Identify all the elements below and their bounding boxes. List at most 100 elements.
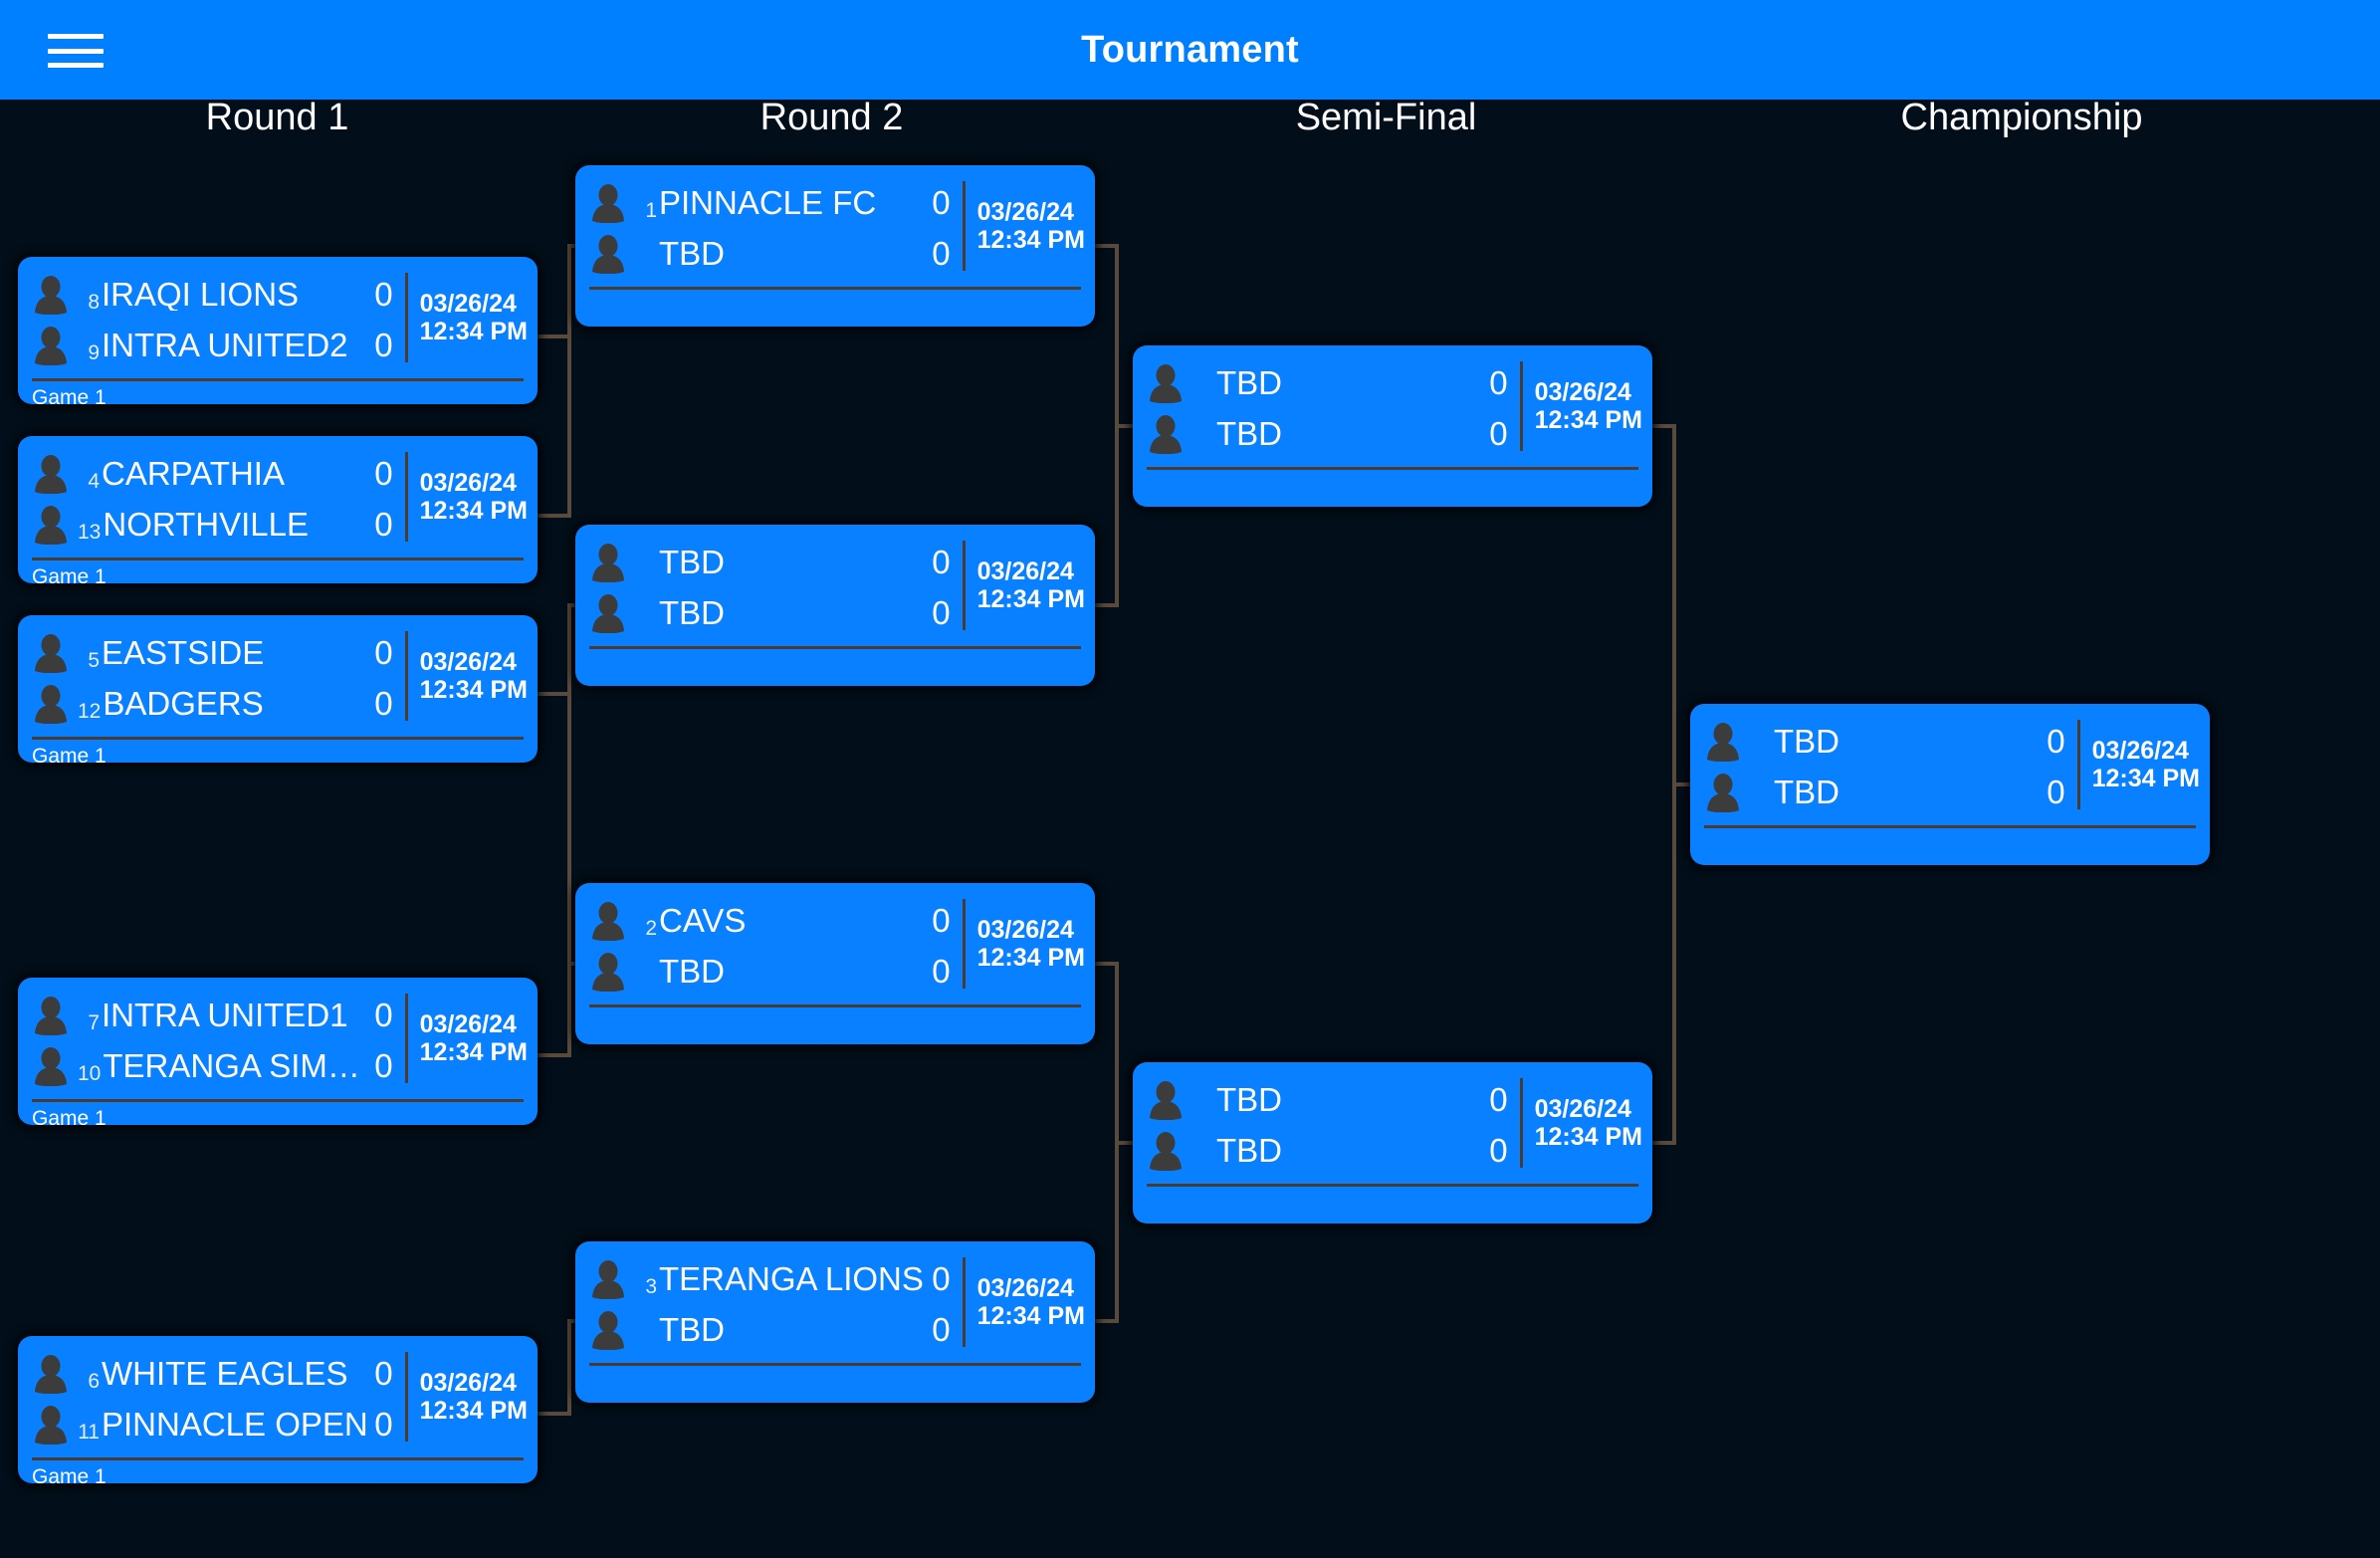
round-header-round-2: Round 2 [759,97,904,138]
team-score: 0 [1489,415,1508,452]
hamburger-bar-3 [48,63,104,68]
team-row[interactable]: TBD 0 [1133,1125,1520,1176]
match-date: 03/26/24 [2091,737,2189,765]
team-row[interactable]: 4 CARPATHIA 0 [18,448,405,499]
avatar-icon [589,901,627,941]
match-date: 03/26/24 [419,648,517,676]
team-seed: 5 [88,649,100,672]
team-row[interactable]: 1 PINNACLE FC 0 [575,177,963,228]
team-name: PINNACLE OPEN [102,1408,368,1441]
team-score: 0 [932,1311,951,1348]
team-row[interactable]: 8 IRAQI LIONS 0 [18,269,405,320]
round-header-championship: Championship [1900,97,2143,138]
team-row[interactable]: TBD 0 [575,946,963,997]
team-row[interactable]: TBD 0 [1690,716,2077,767]
team-name: TERANGA LIONS [659,1262,924,1295]
match-card-r1m3[interactable]: 5 EASTSIDE 0 12 BADGERS 0 03/26/24 12:34… [18,615,538,763]
team-row[interactable]: TBD 0 [575,228,963,279]
team-name: WHITE EAGLES [102,1357,348,1390]
team-score: 0 [374,1355,393,1392]
team-name: TBD [1774,776,1839,808]
match-datetime: 03/26/24 12:34 PM [404,273,538,362]
team-row[interactable]: TBD 0 [1133,1074,1520,1125]
hamburger-menu-icon[interactable] [48,30,104,72]
avatar-icon [589,234,627,274]
card-divider [32,1099,524,1102]
match-card-r1m1[interactable]: 8 IRAQI LIONS 0 9 INTRA UNITED2 0 03/26/… [18,257,538,404]
match-datetime: 03/26/24 12:34 PM [404,631,538,721]
match-card-r1m5[interactable]: 6 WHITE EAGLES 0 11 PINNACLE OPEN 0 03/2… [18,1336,538,1483]
match-card-sf2[interactable]: TBD 0 TBD 0 03/26/24 12:34 PM [1133,1062,1652,1224]
match-body: TBD 0 TBD 0 03/26/24 12:34 PM [1133,1062,1652,1182]
team-score: 0 [374,276,393,313]
match-time: 12:34 PM [976,226,1085,254]
match-body: 5 EASTSIDE 0 12 BADGERS 0 03/26/24 12:34… [18,615,538,735]
match-time: 12:34 PM [2091,765,2200,792]
match-card-r2m2[interactable]: TBD 0 TBD 0 03/26/24 12:34 PM [575,525,1095,686]
team-name: TBD [1216,1083,1282,1116]
match-body: 3 TERANGA LIONS 0 TBD 0 03/26/24 12:34 P… [575,1241,1095,1361]
team-list: 7 INTRA UNITED1 0 10 TERANGA SIM… 0 [18,978,405,1097]
team-name: NORTHVILLE [103,508,309,541]
card-divider [32,1457,524,1460]
avatar-icon [1704,722,1742,762]
avatar-icon [32,633,70,673]
match-card-championship[interactable]: TBD 0 TBD 0 03/26/24 12:34 PM [1690,704,2210,865]
match-card-r1m2[interactable]: 4 CARPATHIA 0 13 NORTHVILLE 0 03/26/24 1… [18,436,538,583]
avatar-icon [32,505,70,545]
team-row[interactable]: 3 TERANGA LIONS 0 [575,1253,963,1304]
team-name: TBD [659,596,725,629]
team-row[interactable]: 13 NORTHVILLE 0 [18,499,405,550]
match-footer [575,290,1095,327]
team-row[interactable]: 5 EASTSIDE 0 [18,627,405,678]
match-time: 12:34 PM [1534,1123,1642,1151]
team-name: TERANGA SIM… [103,1049,360,1082]
team-row[interactable]: TBD 0 [575,587,963,638]
match-time: 12:34 PM [976,585,1085,613]
match-footer [1133,470,1652,507]
match-card-sf1[interactable]: TBD 0 TBD 0 03/26/24 12:34 PM [1133,345,1652,507]
team-row[interactable]: 10 TERANGA SIM… 0 [18,1040,405,1091]
team-row[interactable]: TBD 0 [1133,357,1520,408]
team-row[interactable]: 12 BADGERS 0 [18,678,405,729]
team-score: 0 [374,685,393,722]
match-datetime: 03/26/24 12:34 PM [962,541,1095,630]
match-datetime: 03/26/24 12:34 PM [962,1257,1095,1347]
avatar-icon [32,996,70,1035]
round-header-round-1: Round 1 [205,97,349,138]
match-time: 12:34 PM [976,944,1085,972]
match-card-r2m4[interactable]: 3 TERANGA LIONS 0 TBD 0 03/26/24 12:34 P… [575,1241,1095,1403]
match-card-r1m4[interactable]: 7 INTRA UNITED1 0 10 TERANGA SIM… 0 03/2… [18,978,538,1125]
match-footer: Game 1 [32,1465,107,1483]
avatar-icon [32,684,70,724]
team-row[interactable]: TBD 0 [1133,408,1520,459]
team-row[interactable]: 11 PINNACLE OPEN 0 [18,1399,405,1449]
match-card-r2m3[interactable]: 2 CAVS 0 TBD 0 03/26/24 12:34 PM [575,883,1095,1044]
team-seed: 10 [78,1062,102,1085]
avatar-icon [589,952,627,992]
team-row[interactable]: 6 WHITE EAGLES 0 [18,1348,405,1399]
match-card-r2m1[interactable]: 1 PINNACLE FC 0 TBD 0 03/26/24 12:34 PM [575,165,1095,327]
hamburger-bar-1 [48,34,104,39]
card-divider [32,378,524,381]
match-footer [575,1366,1095,1403]
team-list: TBD 0 TBD 0 [1690,704,2077,823]
avatar-icon [589,593,627,633]
match-footer [575,1007,1095,1044]
match-date: 03/26/24 [976,198,1074,226]
team-name: CARPATHIA [102,457,285,490]
team-row[interactable]: TBD 0 [575,1304,963,1355]
match-footer [1690,828,2210,865]
team-row[interactable]: TBD 0 [1690,767,2077,817]
team-row[interactable]: TBD 0 [575,537,963,587]
team-row[interactable]: 2 CAVS 0 [575,895,963,946]
team-list: 2 CAVS 0 TBD 0 [575,883,963,1002]
team-row[interactable]: 9 INTRA UNITED2 0 [18,320,405,370]
team-seed: 12 [78,700,102,723]
match-footer: Game 1 [32,745,107,763]
card-divider [32,557,524,560]
team-row[interactable]: 7 INTRA UNITED1 0 [18,990,405,1040]
card-divider [589,1004,1081,1007]
team-score: 0 [932,953,951,990]
match-datetime: 03/26/24 12:34 PM [2076,720,2210,809]
